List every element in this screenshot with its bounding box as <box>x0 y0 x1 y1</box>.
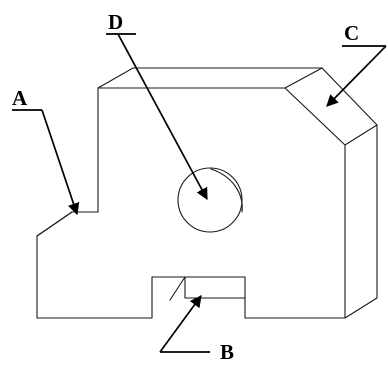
callout-d-leader <box>117 33 208 201</box>
hole-outer <box>177 167 243 233</box>
step-top-face <box>36 211 99 237</box>
block-body <box>36 67 378 319</box>
callout-a-leader <box>41 109 80 216</box>
callout-d: D <box>106 10 208 201</box>
label-b: B <box>220 340 234 364</box>
callout-c: C <box>326 21 387 107</box>
callout-b-leader <box>159 295 202 353</box>
front-face <box>36 87 346 319</box>
callout-c-leader <box>326 45 387 107</box>
chamfer-face <box>321 67 378 146</box>
label-d: D <box>108 10 123 34</box>
label-a: A <box>12 86 28 110</box>
right-face <box>344 124 378 319</box>
slot-inner-edges <box>151 276 246 301</box>
callout-b: B <box>159 295 234 364</box>
callout-a: A <box>12 86 80 216</box>
hole-inner-arc <box>210 168 243 213</box>
top-face <box>97 67 323 89</box>
label-c: C <box>344 21 359 45</box>
